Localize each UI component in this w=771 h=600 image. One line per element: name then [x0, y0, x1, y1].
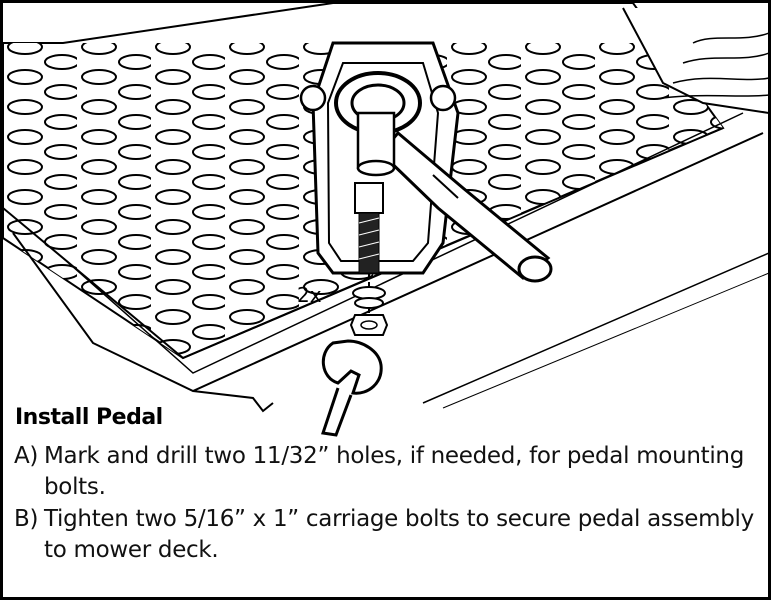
step-a-letter: A) — [14, 443, 39, 469]
step-b-text: Tighten two 5/16” x 1” carriage bolts to… — [44, 506, 754, 563]
step-a: A) Mark and drill two 11/32” holes, if n… — [14, 441, 768, 503]
section-title: Install Pedal — [15, 405, 169, 430]
deck-chute — [622, 7, 768, 114]
pedal-installation-illustration — [3, 3, 768, 437]
pedal-arm — [334, 71, 553, 283]
quantity-callout: 2x — [297, 283, 322, 307]
instruction-steps: A) Mark and drill two 11/32” holes, if n… — [14, 441, 768, 566]
step-a-text: Mark and drill two 11/32” holes, if need… — [44, 443, 745, 500]
step-b: B) Tighten two 5/16” x 1” carriage bolts… — [14, 504, 768, 566]
carriage-bolt — [354, 182, 384, 313]
step-b-letter: B) — [14, 506, 39, 532]
wrench — [321, 339, 383, 437]
washer-and-nut — [349, 286, 389, 336]
